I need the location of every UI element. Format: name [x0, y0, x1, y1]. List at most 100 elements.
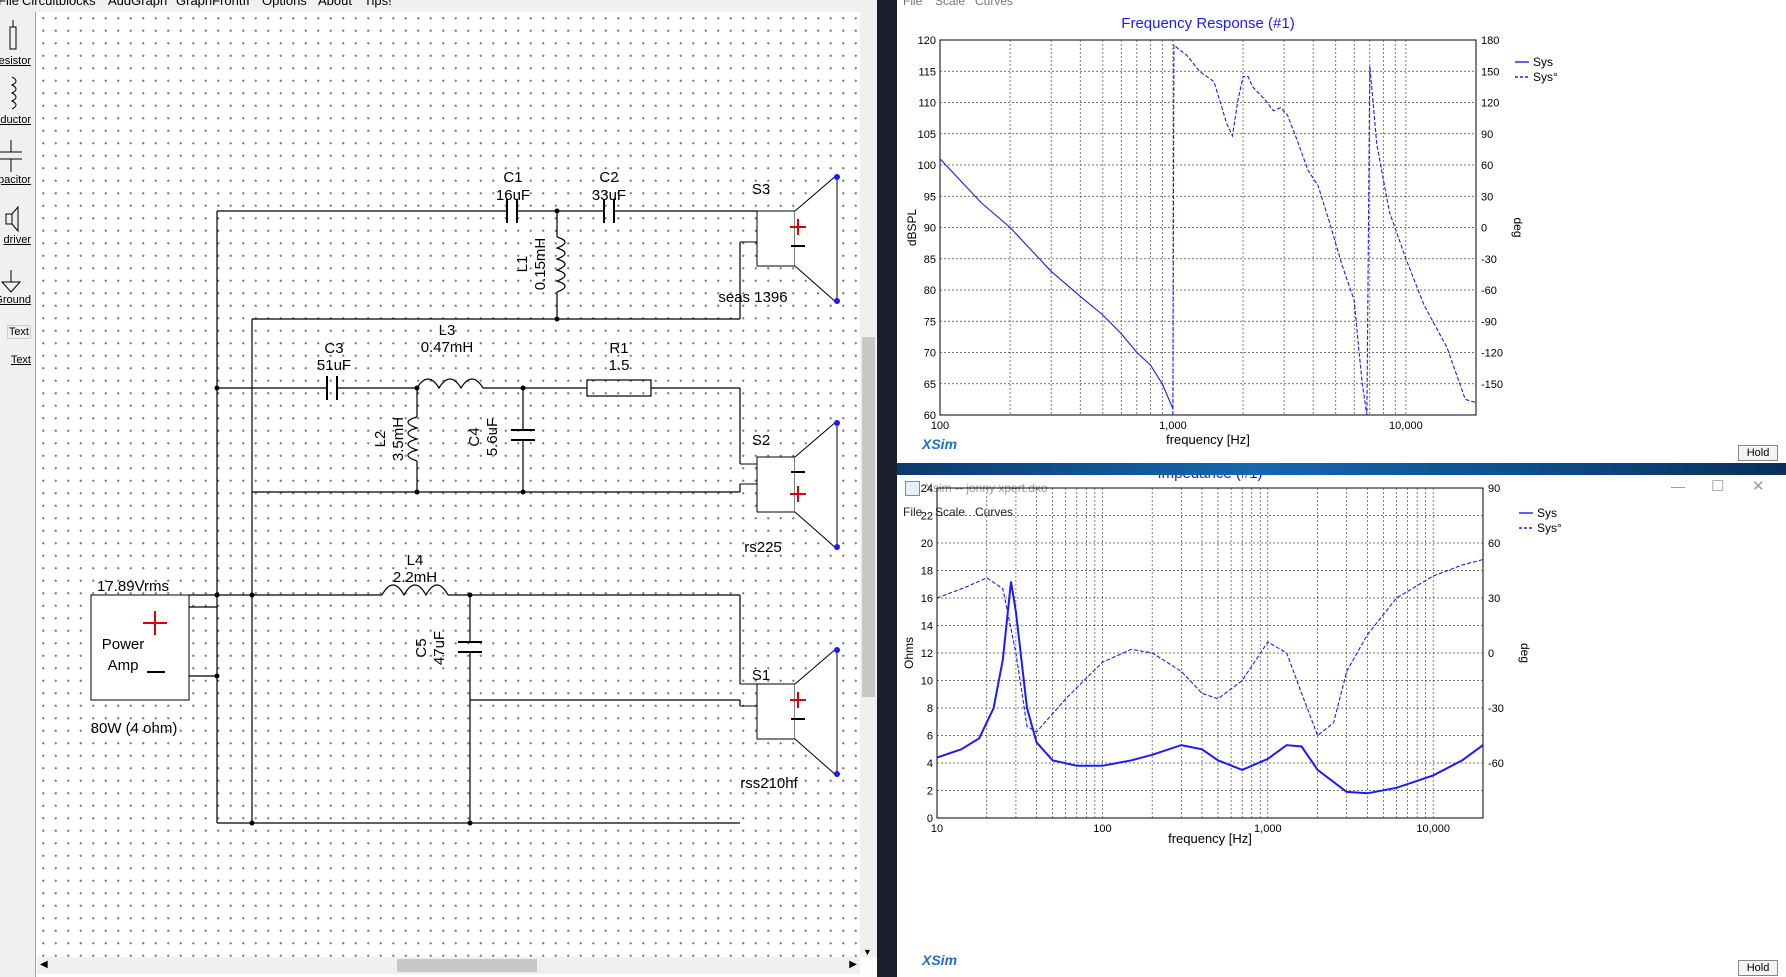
schematic-menubar: File Circuitblocks AudGraph GraphFrontII…: [0, 0, 880, 12]
xsim-logo-2: XSim: [922, 952, 958, 968]
y-tick-label: 22: [921, 511, 933, 523]
chart-title: Impedance (#1): [1157, 475, 1262, 482]
tool-driver[interactable]: driver: [0, 192, 35, 252]
vertical-scroll-thumb[interactable]: [862, 337, 875, 697]
y-tick-label: 24: [921, 483, 933, 495]
y-tick-label: 0: [927, 813, 933, 825]
impedance-chart: Impedance (#1)024681012141618202224-60-3…: [902, 475, 1562, 846]
amp-box: [90, 594, 190, 701]
amp-power: 80W (4 ohm): [91, 720, 178, 737]
y-tick-label: 90: [924, 223, 936, 235]
text-link-icon: Text: [10, 354, 31, 366]
imp-menu-curves[interactable]: Curves: [975, 505, 1014, 519]
vertical-scrollbar[interactable]: ▼: [860, 12, 877, 957]
label-l2-name: L2: [372, 431, 389, 448]
component-toolbox: Resistor Inductor Capacitor driver Groun…: [0, 12, 36, 977]
speaker-s3: [756, 173, 840, 305]
y2-tick-label: 60: [1488, 538, 1500, 550]
menu-graphfront[interactable]: GraphFrontII: [176, 0, 250, 8]
menu-circuitblocks[interactable]: Circuitblocks: [22, 0, 96, 8]
tool-inductor[interactable]: Inductor: [0, 72, 35, 132]
freq-menu-file[interactable]: File: [903, 0, 923, 8]
menu-options[interactable]: Options: [262, 0, 307, 8]
desktop-gap: [877, 0, 897, 977]
freq-menu-curves[interactable]: Curves: [975, 0, 1014, 8]
y-tick-label: 85: [924, 254, 936, 266]
label-l2-value: 3.5mH: [390, 417, 407, 461]
tool-resistor[interactable]: Resistor: [0, 12, 35, 72]
label-l4-value: 2.2mH: [393, 569, 437, 586]
frequency-response-chart: Frequency Response (#1)60657075808590951…: [905, 15, 1558, 447]
menu-tips[interactable]: Tips!: [364, 0, 392, 8]
y2-tick-label: 90: [1488, 483, 1500, 495]
minimize-icon[interactable]: —: [1671, 478, 1685, 494]
label-c3-name: C3: [324, 340, 343, 357]
x-axis-label: frequency [Hz]: [1168, 831, 1252, 846]
label-s1-model: rss210hf: [740, 775, 798, 792]
tool-capacitor-label: Capacitor: [0, 174, 31, 186]
hold-button-2[interactable]: Hold: [1738, 960, 1778, 976]
y-axis-label: dBSPL: [905, 208, 919, 246]
y-tick-label: 4: [927, 758, 933, 770]
x-tick-label: 10,000: [1389, 420, 1423, 432]
driver-icon: [5, 205, 19, 233]
menu-audgraph[interactable]: AudGraph: [108, 0, 168, 8]
freq-menu-scale[interactable]: Scale: [935, 0, 966, 8]
legend-label: Sys°: [1537, 521, 1562, 535]
label-s2-model: rs225: [744, 539, 782, 556]
xsim-logo-1: XSim: [922, 436, 958, 452]
x-tick-label: 100: [1093, 823, 1111, 835]
hold-button-1[interactable]: Hold: [1738, 445, 1778, 461]
scroll-left-icon[interactable]: ◀: [40, 959, 48, 970]
amp-label-2: Amp: [108, 657, 139, 674]
tool-ground[interactable]: Ground: [0, 252, 35, 312]
y2-tick-label: 120: [1481, 98, 1499, 110]
y2-tick-label: -30: [1488, 703, 1504, 715]
close-icon[interactable]: ✕: [1752, 478, 1765, 495]
y-tick-label: 2: [927, 786, 933, 798]
scroll-down-icon[interactable]: ▼: [863, 947, 872, 957]
y-tick-label: 14: [921, 621, 933, 633]
y-tick-label: 80: [924, 285, 936, 297]
label-l1-value: 0.15mH: [532, 238, 549, 291]
text-icon: Text: [6, 325, 31, 339]
horizontal-scrollbar[interactable]: ◀ ▶: [37, 957, 860, 974]
imp-menu-file[interactable]: File: [903, 505, 923, 519]
y2-tick-label: 90: [1481, 129, 1493, 141]
series-line-sys-phase: [1172, 44, 1476, 415]
frequency-response-window: File Scale Curves Frequency Response (#1…: [897, 0, 1786, 463]
label-c3-value: 51uF: [317, 357, 351, 374]
tool-text[interactable]: Text: [0, 324, 35, 346]
horizontal-scroll-thumb[interactable]: [397, 959, 537, 972]
series-line-sys: [937, 581, 1483, 795]
maximize-icon[interactable]: ☐: [1711, 478, 1725, 495]
y-tick-label: 115: [918, 66, 936, 78]
y-axis-label: Ohms: [902, 637, 916, 669]
y2-tick-label: 150: [1481, 66, 1499, 78]
speaker-s1: [756, 646, 840, 778]
y-tick-label: 18: [921, 566, 933, 578]
speaker-s2: [756, 419, 840, 551]
label-c1-value: 16uF: [496, 187, 530, 204]
y-tick-label: 6: [927, 731, 933, 743]
ground-icon: [0, 270, 22, 293]
y2-tick-label: -60: [1481, 285, 1497, 297]
chart-title: Frequency Response (#1): [1121, 15, 1294, 32]
label-c5-name: C5: [413, 638, 430, 657]
label-s3-name: S3: [752, 181, 770, 198]
y2-axis-label: deg: [1511, 217, 1525, 237]
tool-resistor-label: Resistor: [0, 55, 31, 67]
y-tick-label: 16: [921, 593, 933, 605]
x-tick-label: 10,000: [1416, 823, 1450, 835]
schematic-drawing: C1 16uF C2 33uF L1 0.15mH C3 51uF L3 0.4…: [90, 169, 840, 826]
menu-about[interactable]: About: [318, 0, 352, 8]
menu-file[interactable]: File: [0, 0, 19, 8]
schematic-canvas[interactable]: C1 16uF C2 33uF L1 0.15mH C3 51uF L3 0.4…: [37, 12, 860, 957]
tool-capacitor[interactable]: Capacitor: [0, 132, 35, 192]
x-tick-label: 1,000: [1254, 823, 1282, 835]
y-tick-label: 70: [924, 348, 936, 360]
label-c5-value: 47uF: [431, 631, 448, 665]
tool-text-link[interactable]: Text: [0, 354, 35, 374]
series-line-sys: [940, 158, 1174, 410]
scroll-right-icon[interactable]: ▶: [849, 959, 857, 970]
